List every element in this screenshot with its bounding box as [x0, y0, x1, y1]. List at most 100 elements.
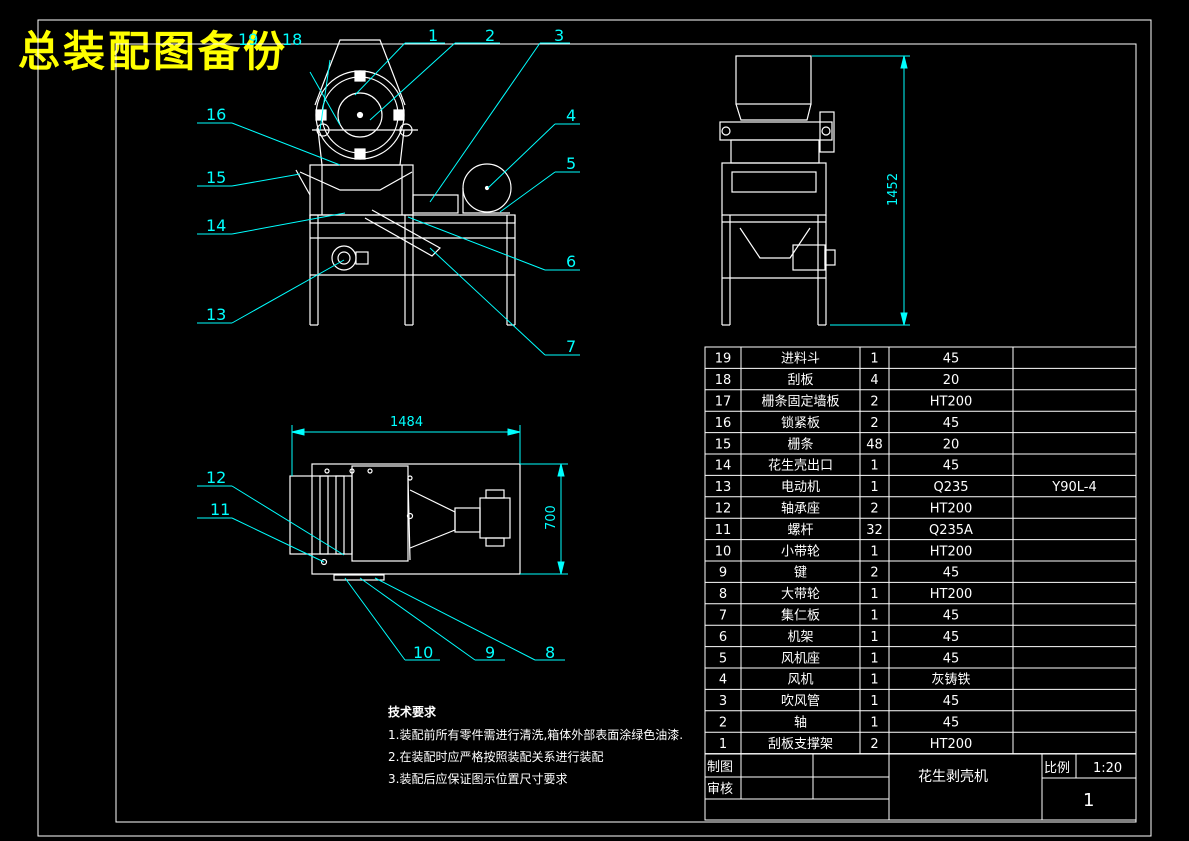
bom-cell-name: 轴: [794, 716, 807, 731]
tech-req-1: 1.装配前所有零件需进行清洗,箱体外部表面涂绿色油漆.: [388, 727, 683, 742]
balloon-8: 8: [545, 643, 555, 662]
bom-cell-mat: 45: [943, 630, 960, 645]
sheet-number: 1: [1083, 790, 1094, 811]
bom-cell-mat: HT200: [930, 502, 973, 517]
bom-cell-mat: 20: [943, 373, 960, 388]
bom-cell-no: 2: [719, 716, 727, 731]
bom-cell-name: 机架: [787, 630, 813, 645]
bom-cell-name: 轴承座: [781, 502, 820, 517]
outer-frame: [37, 19, 1152, 837]
bom-cell-no: 17: [715, 395, 732, 410]
bom-cell-mat: 45: [943, 566, 960, 581]
bom-cell-mat: HT200: [930, 737, 973, 752]
height-dimension: [812, 55, 910, 326]
bom-cell-mat: 45: [943, 651, 960, 666]
bom-cell-no: 9: [719, 566, 727, 581]
bom-cell-name: 刮板支撑架: [768, 737, 833, 752]
bom-cell-no: 16: [715, 416, 732, 431]
bom-cell-qty: 2: [870, 737, 878, 752]
bom-cell-name: 栅条固定墙板: [761, 394, 839, 410]
bom-cell-mat: 45: [943, 609, 960, 624]
bom-cell-qty: 2: [870, 395, 878, 410]
bom-cell-mat: HT200: [930, 395, 973, 410]
bom-cell-qty: 2: [870, 416, 878, 431]
bom-cell-no: 19: [715, 352, 732, 367]
bom-cell-no: 7: [719, 609, 727, 624]
balloon-6: 6: [566, 252, 576, 271]
width-dimension: [291, 425, 568, 575]
drawn-by-label: 制图: [707, 760, 733, 775]
bom-cell-no: 10: [715, 544, 732, 559]
dim-depth: 700: [544, 505, 559, 530]
bom-cell-name: 吹风管: [781, 694, 820, 709]
bom-cell-mat: HT200: [930, 544, 973, 559]
bom-cell-mat: Q235A: [929, 523, 973, 538]
bom-cell-no: 8: [719, 587, 727, 602]
bom-cell-qty: 48: [866, 437, 883, 452]
balloon-13: 13: [206, 305, 226, 324]
bom-cell-no: 14: [715, 459, 732, 474]
banner-title: 总装配图备份: [18, 27, 289, 76]
bom-cell-mat: 灰铸铁: [931, 672, 970, 688]
drawing-name: 花生剥壳机: [918, 768, 988, 785]
bom-cell-name: 螺杆: [787, 523, 813, 538]
bom-cell-no: 5: [719, 651, 727, 666]
tech-req-2: 2.在装配时应严格按照装配关系进行装配: [388, 749, 603, 764]
bom-cell-no: 1: [719, 737, 727, 752]
bom-cell-qty: 1: [870, 587, 878, 602]
side-view: [719, 55, 836, 326]
bom-cell-no: 18: [715, 373, 732, 388]
bom-cell-mat: HT200: [930, 587, 973, 602]
bom-cell-qty: 32: [866, 523, 883, 538]
bom-cell-name: 集仁板: [781, 608, 820, 624]
bom-cell-mat: 45: [943, 694, 960, 709]
scale-value: 1:20: [1093, 761, 1122, 776]
bom-cell-qty: 1: [870, 630, 878, 645]
bom-cell-qty: 1: [870, 480, 878, 495]
bom-cell-no: 11: [715, 523, 732, 538]
bom-cell-no: 4: [719, 673, 727, 688]
bom-cell-no: 15: [715, 437, 732, 452]
balloon-12: 12: [206, 468, 226, 487]
drum-shaft-hub: [337, 92, 383, 138]
bom-cell-qty: 1: [870, 694, 878, 709]
side-hopper: [735, 55, 812, 105]
bom-cell-qty: 4: [870, 373, 878, 388]
bom-cell-qty: 1: [870, 459, 878, 474]
scale-label: 比例: [1044, 761, 1070, 776]
bom-cell-qty: 1: [870, 651, 878, 666]
bom-cell-mat: 45: [943, 352, 960, 367]
balloon-9: 9: [485, 643, 495, 662]
bom-cell-no: 13: [715, 480, 732, 495]
balloon-18: 18: [282, 30, 302, 49]
bom-cell-name: 键: [794, 566, 807, 581]
front-view: [295, 39, 516, 326]
balloon-numbers: 1 2 3 4 5 6 7 8 9 10 11 12 13 14 15 16 1…: [206, 26, 576, 662]
technical-requirements: 技术要求 1.装配前所有零件需进行清洗,箱体外部表面涂绿色油漆. 2.在装配时应…: [388, 704, 683, 786]
balloon-16: 16: [206, 105, 226, 124]
bom-cell-no: 3: [719, 694, 727, 709]
dim-width: 1484: [390, 415, 423, 430]
bom-cell-mat: 20: [943, 437, 960, 452]
bom-cell-mat: 45: [943, 416, 960, 431]
dim-height: 1452: [886, 173, 901, 206]
bom-cell-qty: 1: [870, 352, 878, 367]
bom-cell-name: 刮板: [787, 373, 813, 388]
bom-cell-qty: 2: [870, 566, 878, 581]
checked-by-label: 审核: [707, 782, 733, 797]
bom-cell-qty: 1: [870, 544, 878, 559]
balloon-4: 4: [566, 106, 576, 125]
balloon-5: 5: [566, 154, 576, 173]
balloon-7: 7: [566, 337, 576, 356]
top-view: [289, 463, 521, 581]
tech-title: 技术要求: [388, 704, 437, 719]
leader-lines: [197, 42, 580, 661]
bom-cell-name: 风机座: [781, 651, 820, 666]
top-frame: [311, 463, 521, 575]
balloon-15: 15: [206, 168, 226, 187]
title-block: [704, 753, 1137, 821]
bom-cell-mat: 45: [943, 459, 960, 474]
bom-cell-qty: 1: [870, 609, 878, 624]
bom-cell-note: Y90L-4: [1051, 480, 1096, 495]
